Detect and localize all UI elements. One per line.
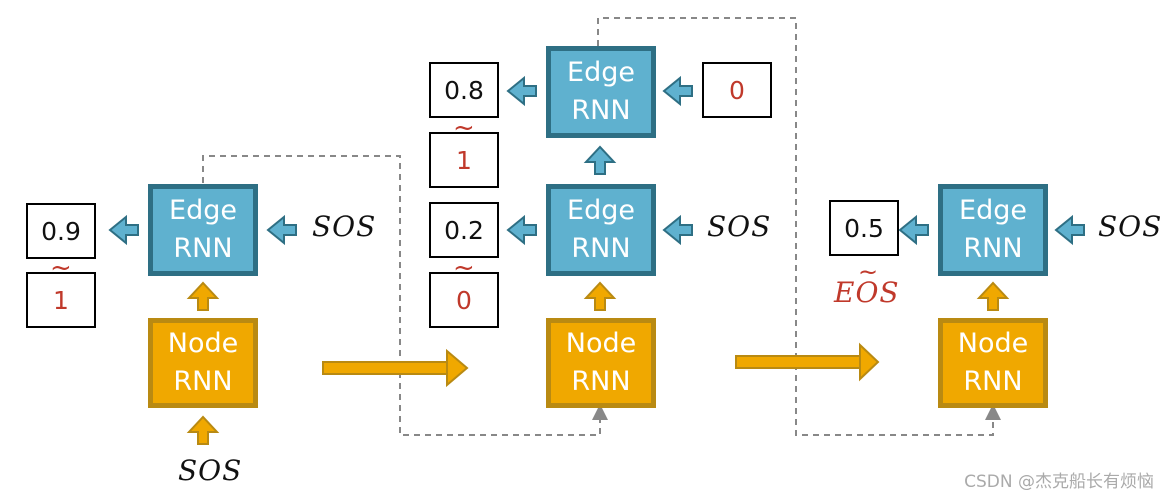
left-arrow-edge2-out xyxy=(506,214,537,246)
node-rnn-step1: Node RNN xyxy=(148,318,258,408)
watermark: CSDN @杰克船长有烦恼 xyxy=(964,472,1154,492)
left-arrow-edge2top-out xyxy=(506,75,537,107)
node-rnn-step3: Node RNN xyxy=(938,318,1048,408)
node-rnn-label-line2: RNN xyxy=(571,366,631,397)
sos-edge-input-step1: SOS xyxy=(312,210,377,243)
left-arrow-edge3-out xyxy=(898,214,929,246)
sample-box-step1: 1 xyxy=(26,272,96,328)
edge-rnn-label-line1: Edge xyxy=(567,195,635,226)
left-arrow-sos-edge1 xyxy=(266,214,297,246)
node-rnn-label-line1: Node xyxy=(167,328,239,359)
up-arrow-edge2-edge2top xyxy=(583,145,617,175)
node-rnn-label-line1: Node xyxy=(957,328,1029,359)
edge-rnn-step3: Edge RNN xyxy=(938,184,1048,276)
sample-value: 0 xyxy=(456,285,472,315)
sample-box-step2: 0 xyxy=(429,272,499,328)
eos-tilde: ~ xyxy=(858,258,879,286)
prob-value: 0.8 xyxy=(444,75,484,105)
step-arrow-2 xyxy=(735,342,880,382)
up-arrow-node3-edge3 xyxy=(976,281,1010,311)
edge-rnn-label-line2: RNN xyxy=(963,233,1023,264)
sos-edge-input-step2: SOS xyxy=(707,210,772,243)
up-arrow-sos-node1 xyxy=(186,415,220,445)
node-rnn-label-line2: RNN xyxy=(963,366,1023,397)
sample-box-step2-top: 1 xyxy=(429,132,499,188)
prob-box-step2: 0.2 xyxy=(429,202,499,258)
left-arrow-zero-edge2top xyxy=(662,75,693,107)
prob-box-step3: 0.5 xyxy=(829,200,899,256)
edge-rnn-step1: Edge RNN xyxy=(148,184,258,276)
edge-rnn-label-line1: Edge xyxy=(959,195,1027,226)
left-arrow-sos-edge3 xyxy=(1054,214,1085,246)
left-arrow-sos-edge2 xyxy=(662,214,693,246)
node-rnn-label-line1: Node xyxy=(565,328,637,359)
prob-value: 0.5 xyxy=(844,213,884,243)
edge-input-value: 0 xyxy=(729,75,745,105)
dashed-link-1 xyxy=(202,155,608,436)
sos-node-input: SOS xyxy=(178,454,243,487)
dashed-link-2 xyxy=(597,17,1001,436)
node-rnn-step2: Node RNN xyxy=(546,318,656,408)
up-arrow-node1-edge1 xyxy=(186,281,220,311)
sample-value: 1 xyxy=(456,145,472,175)
edge-rnn-label-line2: RNN xyxy=(571,95,631,126)
prob-value: 0.2 xyxy=(444,215,484,245)
edge-rnn-step2: Edge RNN xyxy=(546,184,656,276)
up-arrow-node2-edge2 xyxy=(583,281,617,311)
edge-rnn-label-line1: Edge xyxy=(169,195,237,226)
left-arrow-edge1-out xyxy=(108,214,139,246)
node-rnn-label-line2: RNN xyxy=(173,366,233,397)
prob-box-step1: 0.9 xyxy=(26,203,96,259)
edge-rnn-step2-top: Edge RNN xyxy=(546,46,656,138)
eos-sample-label: EOS xyxy=(834,276,900,309)
edge-rnn-label-line1: Edge xyxy=(567,57,635,88)
edge-rnn-label-line2: RNN xyxy=(173,233,233,264)
sample-value: 1 xyxy=(53,285,69,315)
edge-input-box-step2-top: 0 xyxy=(702,62,772,118)
sos-edge-input-step3: SOS xyxy=(1098,210,1163,243)
edge-rnn-label-line2: RNN xyxy=(571,233,631,264)
step-arrow-1 xyxy=(322,348,469,388)
prob-box-step2-top: 0.8 xyxy=(429,62,499,118)
prob-value: 0.9 xyxy=(41,216,81,246)
